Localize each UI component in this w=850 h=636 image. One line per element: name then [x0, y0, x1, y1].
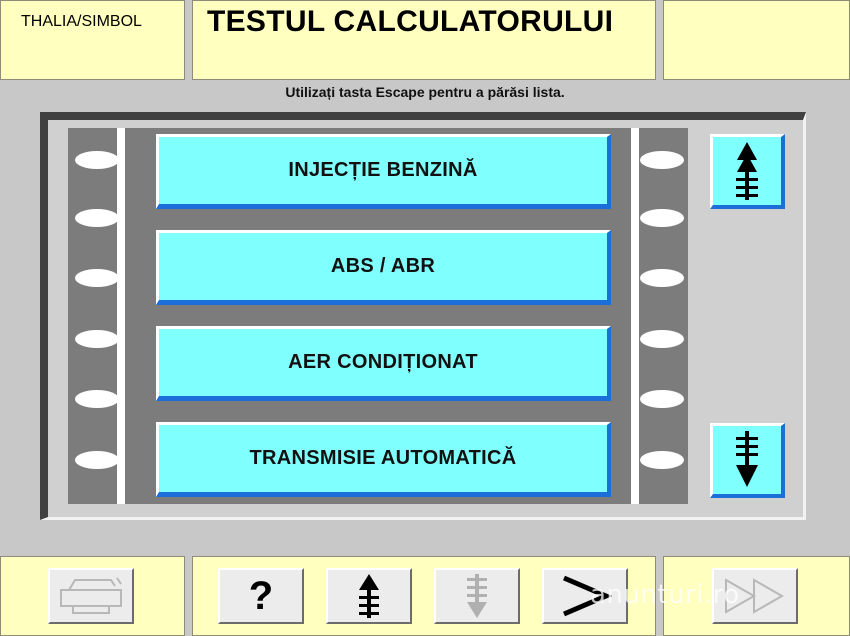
- watermark: anunturi.ro: [590, 580, 740, 610]
- header-title-panel: TESTUL CALCULATORULUI: [192, 0, 656, 80]
- scroll-down-icon: [736, 431, 758, 487]
- list-item-aer-conditionat[interactable]: AER CONDIȚIONAT: [156, 326, 611, 401]
- page-title: TESTUL CALCULATORULUI: [207, 5, 614, 38]
- fast-forward-button[interactable]: [712, 568, 798, 624]
- strip-hole: [75, 209, 119, 227]
- strip-hole: [75, 451, 119, 469]
- next-icon: [563, 575, 612, 617]
- strip-hole: [640, 390, 684, 408]
- strip-hole: [75, 390, 119, 408]
- header-right-panel: [663, 0, 850, 80]
- scroll-down-button[interactable]: [710, 423, 785, 498]
- page-down-button[interactable]: [434, 568, 520, 624]
- help-icon: ?: [248, 574, 274, 618]
- page-down-icon: [467, 574, 487, 618]
- strip-hole: [75, 269, 119, 287]
- scroll-up-button[interactable]: [710, 134, 785, 209]
- header-app-panel: THALIA/SIMBOL: [0, 0, 185, 80]
- left-film-strip: [68, 128, 125, 504]
- list-item-transmisie-automatica[interactable]: TRANSMISIE AUTOMATICĂ: [156, 422, 611, 497]
- app-name: THALIA/SIMBOL: [21, 13, 142, 30]
- list-area: INJECȚIE BENZINĂ ABS / ABR AER CONDIȚION…: [68, 128, 688, 504]
- list-item-abs-abr[interactable]: ABS / ABR: [156, 230, 611, 305]
- help-button[interactable]: ?: [218, 568, 304, 624]
- strip-hole: [640, 151, 684, 169]
- fast-forward-icon: [725, 578, 785, 614]
- strip-hole: [640, 330, 684, 348]
- page-up-icon: [359, 574, 379, 618]
- page-up-button[interactable]: [326, 568, 412, 624]
- scroll-up-icon: [736, 142, 758, 200]
- strip-hole: [75, 330, 119, 348]
- next-button[interactable]: [542, 568, 628, 624]
- list-item-injectie-benzina[interactable]: INJECȚIE BENZINĂ: [156, 134, 611, 209]
- strip-hole: [640, 451, 684, 469]
- right-film-strip: [631, 128, 688, 504]
- strip-hole: [75, 151, 119, 169]
- strip-hole: [640, 269, 684, 287]
- printer-icon: [60, 577, 122, 614]
- instruction-text: Utilizați tasta Escape pentru a părăsi l…: [285, 84, 565, 100]
- print-button[interactable]: [48, 568, 134, 624]
- strip-hole: [640, 209, 684, 227]
